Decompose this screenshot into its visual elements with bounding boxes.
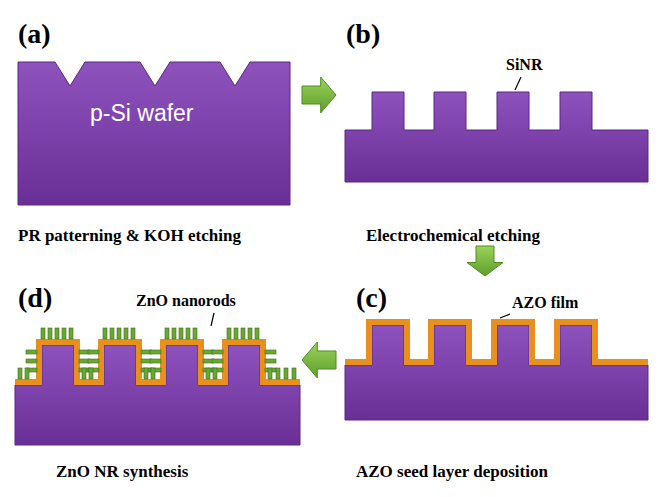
zno-nanorod	[89, 368, 93, 379]
zno-nanorods	[18, 328, 296, 379]
leader-line	[211, 313, 214, 326]
zno-nanorod	[150, 359, 161, 363]
zno-nanorod	[276, 368, 280, 379]
zno-nanorod	[150, 350, 161, 354]
zno-nanorod	[234, 328, 238, 339]
zno-nanorod	[248, 328, 252, 339]
step-caption: Electrochemical etching	[366, 226, 540, 246]
zno-nanorod	[88, 350, 99, 354]
zno-nanorod	[255, 328, 259, 339]
leader-line	[515, 77, 521, 90]
zno-nanorod	[25, 368, 29, 379]
part-label: AZO film	[512, 294, 578, 312]
azo-film	[345, 322, 648, 362]
si-nanorod-wafer	[15, 345, 300, 445]
process-panel: (a) p-Si wafer PR patterning & KOH etching	[8, 8, 300, 244]
zno-nanorod	[172, 328, 176, 339]
zno-nanorod	[212, 350, 223, 354]
zno-nanorod	[124, 328, 128, 339]
step-label: (b)	[346, 18, 380, 50]
zno-nanorod	[18, 368, 22, 379]
zno-nanorod	[26, 350, 37, 354]
zno-nanorod	[144, 368, 148, 379]
step-label: (d)	[18, 282, 52, 314]
zno-nanorod	[110, 328, 114, 339]
step-caption: AZO seed layer deposition	[356, 462, 548, 482]
zno-nanorod	[55, 328, 59, 339]
azo-film	[15, 342, 300, 382]
step-caption: ZnO NR synthesis	[56, 462, 188, 482]
zno-nanorod	[212, 359, 223, 363]
zno-nanorod	[186, 328, 190, 339]
part-label: SiNR	[506, 56, 542, 74]
process-panel: (c) AZO filmAZO seed layer deposition	[338, 278, 650, 492]
process-panel: (b) SiNR Electrochemical etching	[338, 8, 650, 244]
step-label: (c)	[356, 282, 387, 314]
leader-line	[500, 314, 510, 318]
process-arrow	[302, 342, 336, 378]
zno-nanorod	[265, 359, 276, 363]
process-panel: (d) ZnO nanorodsZnO NR synthesis	[8, 278, 300, 492]
zno-nanorod	[117, 328, 121, 339]
si-wafer	[18, 62, 290, 205]
zno-nanorod	[88, 359, 99, 363]
zno-nanorod	[26, 359, 37, 363]
zno-nanorod	[151, 368, 155, 379]
part-label: ZnO nanorods	[136, 292, 236, 310]
zno-nanorod	[193, 328, 197, 339]
zno-nanorod	[206, 368, 210, 379]
zno-nanorod	[268, 368, 272, 379]
zno-nanorod	[69, 328, 73, 339]
process-arrow	[467, 246, 503, 276]
step-caption: PR patterning & KOH etching	[18, 226, 241, 246]
zno-nanorod	[103, 328, 107, 339]
zno-nanorod	[241, 328, 245, 339]
zno-nanorod	[165, 328, 169, 339]
step-label: (a)	[18, 18, 51, 50]
zno-nanorod	[265, 350, 276, 354]
si-nanorod-wafer	[345, 92, 648, 182]
zno-nanorod	[82, 368, 86, 379]
zno-nanorod	[131, 328, 135, 339]
zno-nanorod	[292, 368, 296, 379]
part-label: p-Si wafer	[90, 100, 194, 126]
zno-nanorod	[62, 328, 66, 339]
process-arrow	[302, 77, 336, 113]
zno-nanorod	[48, 328, 52, 339]
zno-nanorod	[213, 368, 217, 379]
zno-nanorod	[227, 328, 231, 339]
zno-nanorod	[41, 328, 45, 339]
zno-nanorod	[179, 328, 183, 339]
zno-nanorod	[284, 368, 288, 379]
